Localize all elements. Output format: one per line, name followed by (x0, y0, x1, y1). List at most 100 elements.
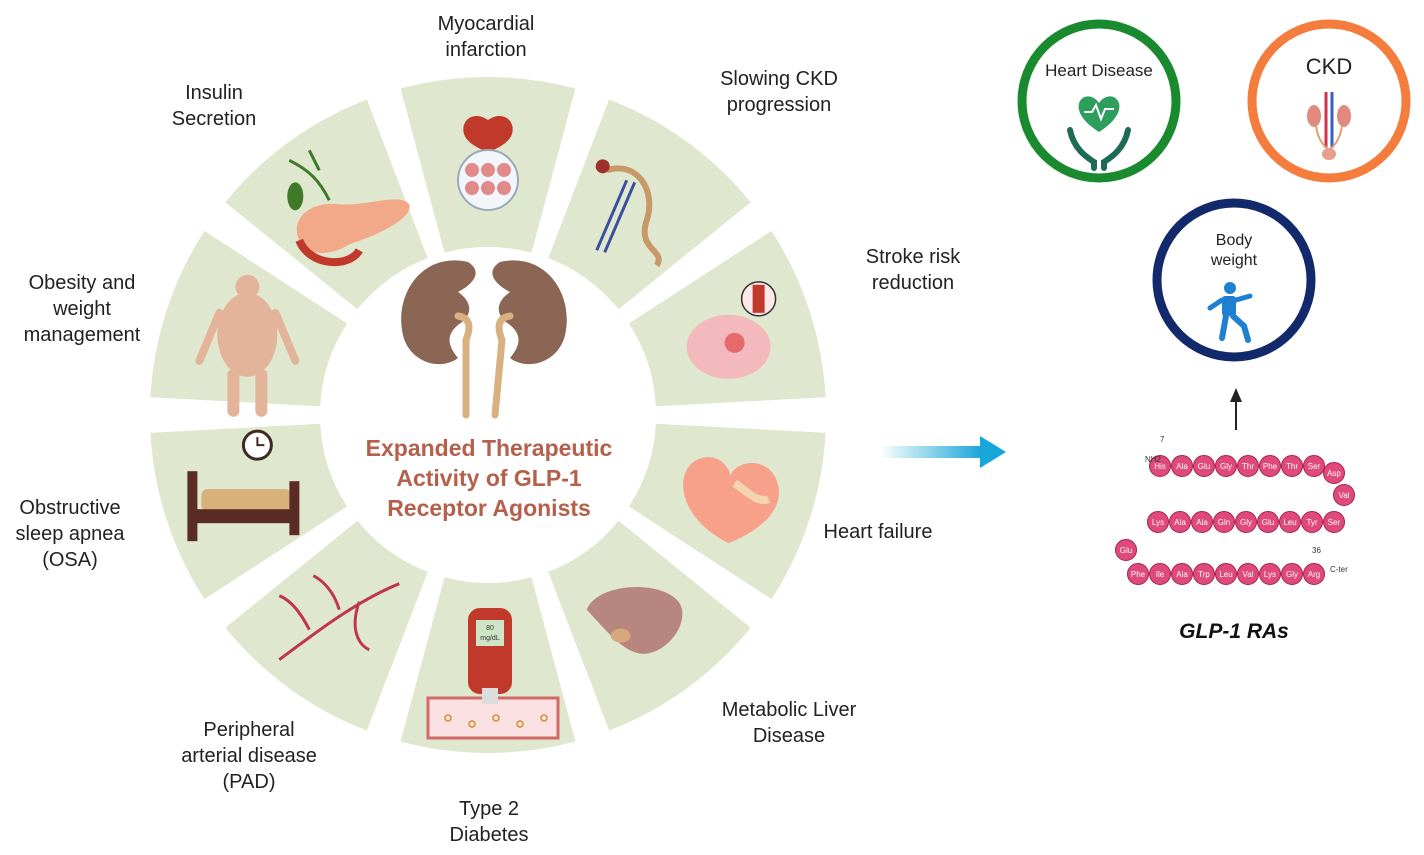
residue-label: Glu (1120, 546, 1132, 555)
heart-disease-label: Heart Disease (1045, 61, 1153, 80)
amino-acid-residue (1193, 563, 1215, 585)
segment-label-line: Obstructive (19, 497, 120, 519)
segment-label-line: Metabolic Liver (722, 699, 857, 721)
center-title-line-1: Expanded Therapeutic (366, 435, 613, 461)
amino-acid-residue (1213, 511, 1235, 533)
amino-acid-residue (1235, 511, 1257, 533)
heart-hands-icon (1067, 96, 1131, 171)
residue-label: Ala (1196, 518, 1208, 527)
segment-label-line: weight (52, 298, 111, 320)
amino-acid-residue (1149, 455, 1171, 477)
residue-label: Thr (1242, 462, 1254, 471)
segment-label-line: infarction (445, 39, 526, 61)
segment-label-line: Disease (753, 725, 825, 747)
heart-disease-outcome: Heart Disease (1017, 19, 1181, 183)
residue-label: Ala (1176, 462, 1188, 471)
c-terminal-label: C-ter (1330, 565, 1348, 574)
amino-acid-residue (1333, 484, 1355, 506)
obese-body-icon (195, 274, 300, 417)
body-weight-label-2: weight (1210, 252, 1258, 269)
amino-acid-residue (1259, 563, 1281, 585)
residue-label: Ala (1174, 518, 1186, 527)
heart-microscope-icon (457, 115, 519, 211)
amino-acid-residue (1303, 455, 1325, 477)
segment-label-line: management (24, 324, 141, 346)
bed-clock-icon (187, 429, 300, 542)
flow-arrow (880, 436, 1006, 468)
segment-label-line: (OSA) (42, 549, 98, 571)
residue-label: Gly (1286, 570, 1298, 579)
residue-label: His (1154, 462, 1166, 471)
residue-label: Gly (1220, 462, 1232, 471)
exercising-person-icon (1207, 282, 1253, 343)
segment-label-line: Secretion (172, 108, 257, 130)
enlarged-heart-icon (683, 457, 779, 544)
nephron-icon (595, 159, 662, 267)
segment-label-line: arterial disease (181, 745, 317, 767)
residue-label: Lys (1264, 570, 1276, 579)
amino-acid-residue (1171, 455, 1193, 477)
up-arrow (1230, 388, 1242, 430)
amino-acid-residue (1257, 511, 1279, 533)
amino-acid-residue (1169, 511, 1191, 533)
ckd-label: CKD (1306, 54, 1352, 79)
amino-acid-residue (1191, 511, 1213, 533)
center-title: Expanded Therapeutic Activity of GLP-1 R… (366, 435, 613, 521)
segment-label-line: sleep apnea (16, 523, 126, 545)
amino-acid-residue (1259, 455, 1281, 477)
amino-acid-residue (1281, 563, 1303, 585)
residue-label: Phe (1131, 570, 1146, 579)
amino-acid-residue (1323, 462, 1345, 484)
brain-icon (686, 281, 777, 379)
urinary-system-icon (1307, 92, 1351, 160)
residue-label: Ser (1328, 518, 1341, 527)
amino-acid-residue (1303, 563, 1325, 585)
residue-label: Leu (1219, 570, 1232, 579)
start-residue-number: 7 (1160, 435, 1165, 444)
residue-label: Trp (1198, 570, 1210, 579)
amino-acid-residue (1115, 539, 1137, 561)
segment-label-line: Diabetes (450, 824, 529, 846)
n-terminal-label: NH2 (1145, 455, 1162, 464)
amino-acid-residue (1127, 563, 1149, 585)
amino-acid-residue (1171, 563, 1193, 585)
amino-acid-residue (1279, 511, 1301, 533)
amino-acid-residue (1301, 511, 1323, 533)
segment-label-line: (PAD) (223, 771, 276, 793)
body-weight-outcome: Body weight (1152, 198, 1316, 362)
residue-label: Thr (1286, 462, 1298, 471)
residue-label: Tyr (1306, 518, 1317, 527)
ckd-outcome: CKD (1247, 19, 1411, 183)
segment-label-line: Stroke risk (866, 246, 961, 268)
segment-label-line: Peripheral (203, 719, 294, 741)
residue-label: Gly (1240, 518, 1252, 527)
residue-label: Gln (1218, 518, 1230, 527)
body-weight-label-1: Body (1216, 232, 1252, 249)
residue-label: Ala (1176, 570, 1188, 579)
residue-label: Val (1339, 491, 1350, 500)
amino-acid-residue (1149, 563, 1171, 585)
amino-acid-residue (1215, 563, 1237, 585)
residue-label: Arg (1308, 570, 1320, 579)
pancreas-icon (287, 149, 410, 267)
residue-label: Asp (1327, 469, 1341, 478)
segment-label-line: Myocardial (438, 13, 535, 35)
segment-label-line: Heart failure (824, 521, 933, 543)
segment-label-line: reduction (872, 272, 954, 294)
residue-label: Lys (1152, 518, 1164, 527)
amino-acid-residue (1323, 511, 1345, 533)
residue-label: Ile (1156, 570, 1165, 579)
amino-acid-residue (1237, 455, 1259, 477)
center-title-line-2: Activity of GLP-1 (396, 465, 582, 491)
segment-label-line: progression (727, 94, 832, 116)
center-title-line-3: Receptor Agonists (387, 495, 591, 521)
residue-label: Val (1243, 570, 1254, 579)
residue-label: Leu (1283, 518, 1296, 527)
segment-label-line: Insulin (185, 82, 243, 104)
amino-acid-residue (1147, 511, 1169, 533)
amino-acid-residue (1215, 455, 1237, 477)
